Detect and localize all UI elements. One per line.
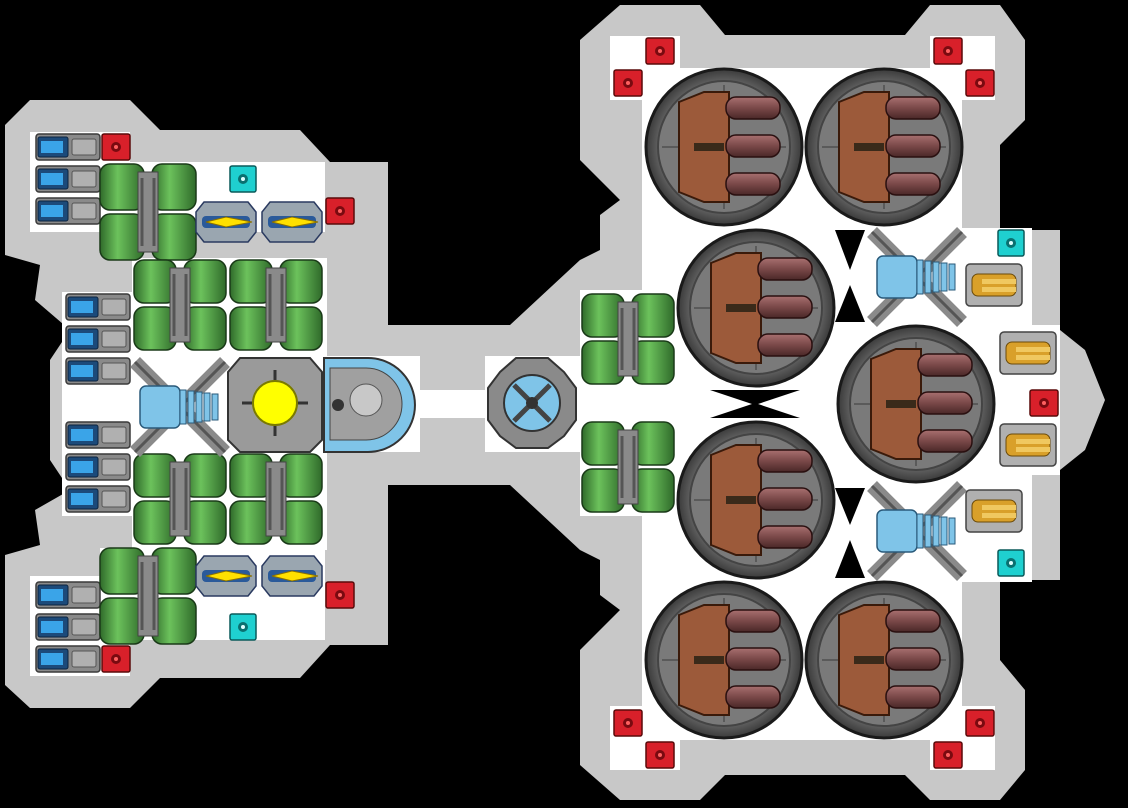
thruster-icon[interactable] bbox=[65, 453, 131, 481]
battery-icon[interactable] bbox=[229, 453, 323, 545]
autocannon-icon[interactable] bbox=[965, 263, 1023, 307]
battery-icon[interactable] bbox=[581, 293, 675, 385]
shield-node-icon[interactable] bbox=[933, 741, 963, 769]
autocannon-icon[interactable] bbox=[999, 331, 1057, 375]
thruster-icon[interactable] bbox=[35, 613, 101, 641]
beacon-icon[interactable] bbox=[997, 549, 1025, 577]
turret-icon[interactable] bbox=[804, 580, 964, 740]
shield-node-icon[interactable] bbox=[645, 741, 675, 769]
thruster-icon[interactable] bbox=[65, 421, 131, 449]
gyroscope-icon[interactable] bbox=[487, 357, 577, 449]
battery-icon[interactable] bbox=[133, 259, 227, 351]
thruster-icon[interactable] bbox=[35, 197, 101, 225]
shield-node-icon[interactable] bbox=[1029, 389, 1059, 417]
shield-node-icon[interactable] bbox=[101, 133, 131, 161]
turret-icon[interactable] bbox=[804, 67, 964, 227]
turret-icon[interactable] bbox=[644, 67, 804, 227]
shield-node-icon[interactable] bbox=[613, 709, 643, 737]
battery-icon[interactable] bbox=[99, 163, 197, 261]
shield-node-icon[interactable] bbox=[645, 37, 675, 65]
shield-node-icon[interactable] bbox=[101, 645, 131, 673]
shield-node-icon[interactable] bbox=[965, 69, 995, 97]
turret-icon[interactable] bbox=[676, 228, 836, 388]
shield-node-icon[interactable] bbox=[613, 69, 643, 97]
thruster-icon[interactable] bbox=[35, 645, 101, 673]
battery-icon[interactable] bbox=[229, 259, 323, 351]
thruster-icon[interactable] bbox=[35, 581, 101, 609]
turret-icon[interactable] bbox=[676, 420, 836, 580]
battery-icon[interactable] bbox=[581, 421, 675, 513]
thruster-icon[interactable] bbox=[35, 165, 101, 193]
cockpit-icon[interactable] bbox=[323, 357, 416, 453]
beacon-icon[interactable] bbox=[997, 229, 1025, 257]
battery-icon[interactable] bbox=[99, 547, 197, 645]
coolant-pump-icon[interactable] bbox=[130, 357, 230, 457]
coolant-pump-icon[interactable] bbox=[867, 227, 967, 327]
beacon-icon[interactable] bbox=[229, 165, 257, 193]
missile-launcher-icon[interactable] bbox=[195, 555, 257, 597]
autocannon-icon[interactable] bbox=[999, 423, 1057, 467]
thruster-icon[interactable] bbox=[65, 357, 131, 385]
thruster-icon[interactable] bbox=[65, 325, 131, 353]
reactor-icon[interactable] bbox=[227, 357, 323, 453]
turret-icon[interactable] bbox=[644, 580, 804, 740]
shield-node-icon[interactable] bbox=[933, 37, 963, 65]
missile-launcher-icon[interactable] bbox=[261, 201, 323, 243]
beacon-icon[interactable] bbox=[229, 613, 257, 641]
shield-node-icon[interactable] bbox=[325, 197, 355, 225]
shield-node-icon[interactable] bbox=[965, 709, 995, 737]
battery-icon[interactable] bbox=[133, 453, 227, 545]
autocannon-icon[interactable] bbox=[965, 489, 1023, 533]
turret-separators bbox=[710, 230, 865, 578]
missile-launcher-icon[interactable] bbox=[261, 555, 323, 597]
thruster-icon[interactable] bbox=[65, 485, 131, 513]
thruster-icon[interactable] bbox=[35, 133, 101, 161]
turret-icon[interactable] bbox=[836, 324, 996, 484]
coolant-pump-icon[interactable] bbox=[867, 481, 967, 581]
missile-launcher-icon[interactable] bbox=[195, 201, 257, 243]
thruster-icon[interactable] bbox=[65, 293, 131, 321]
shield-node-icon[interactable] bbox=[325, 581, 355, 609]
